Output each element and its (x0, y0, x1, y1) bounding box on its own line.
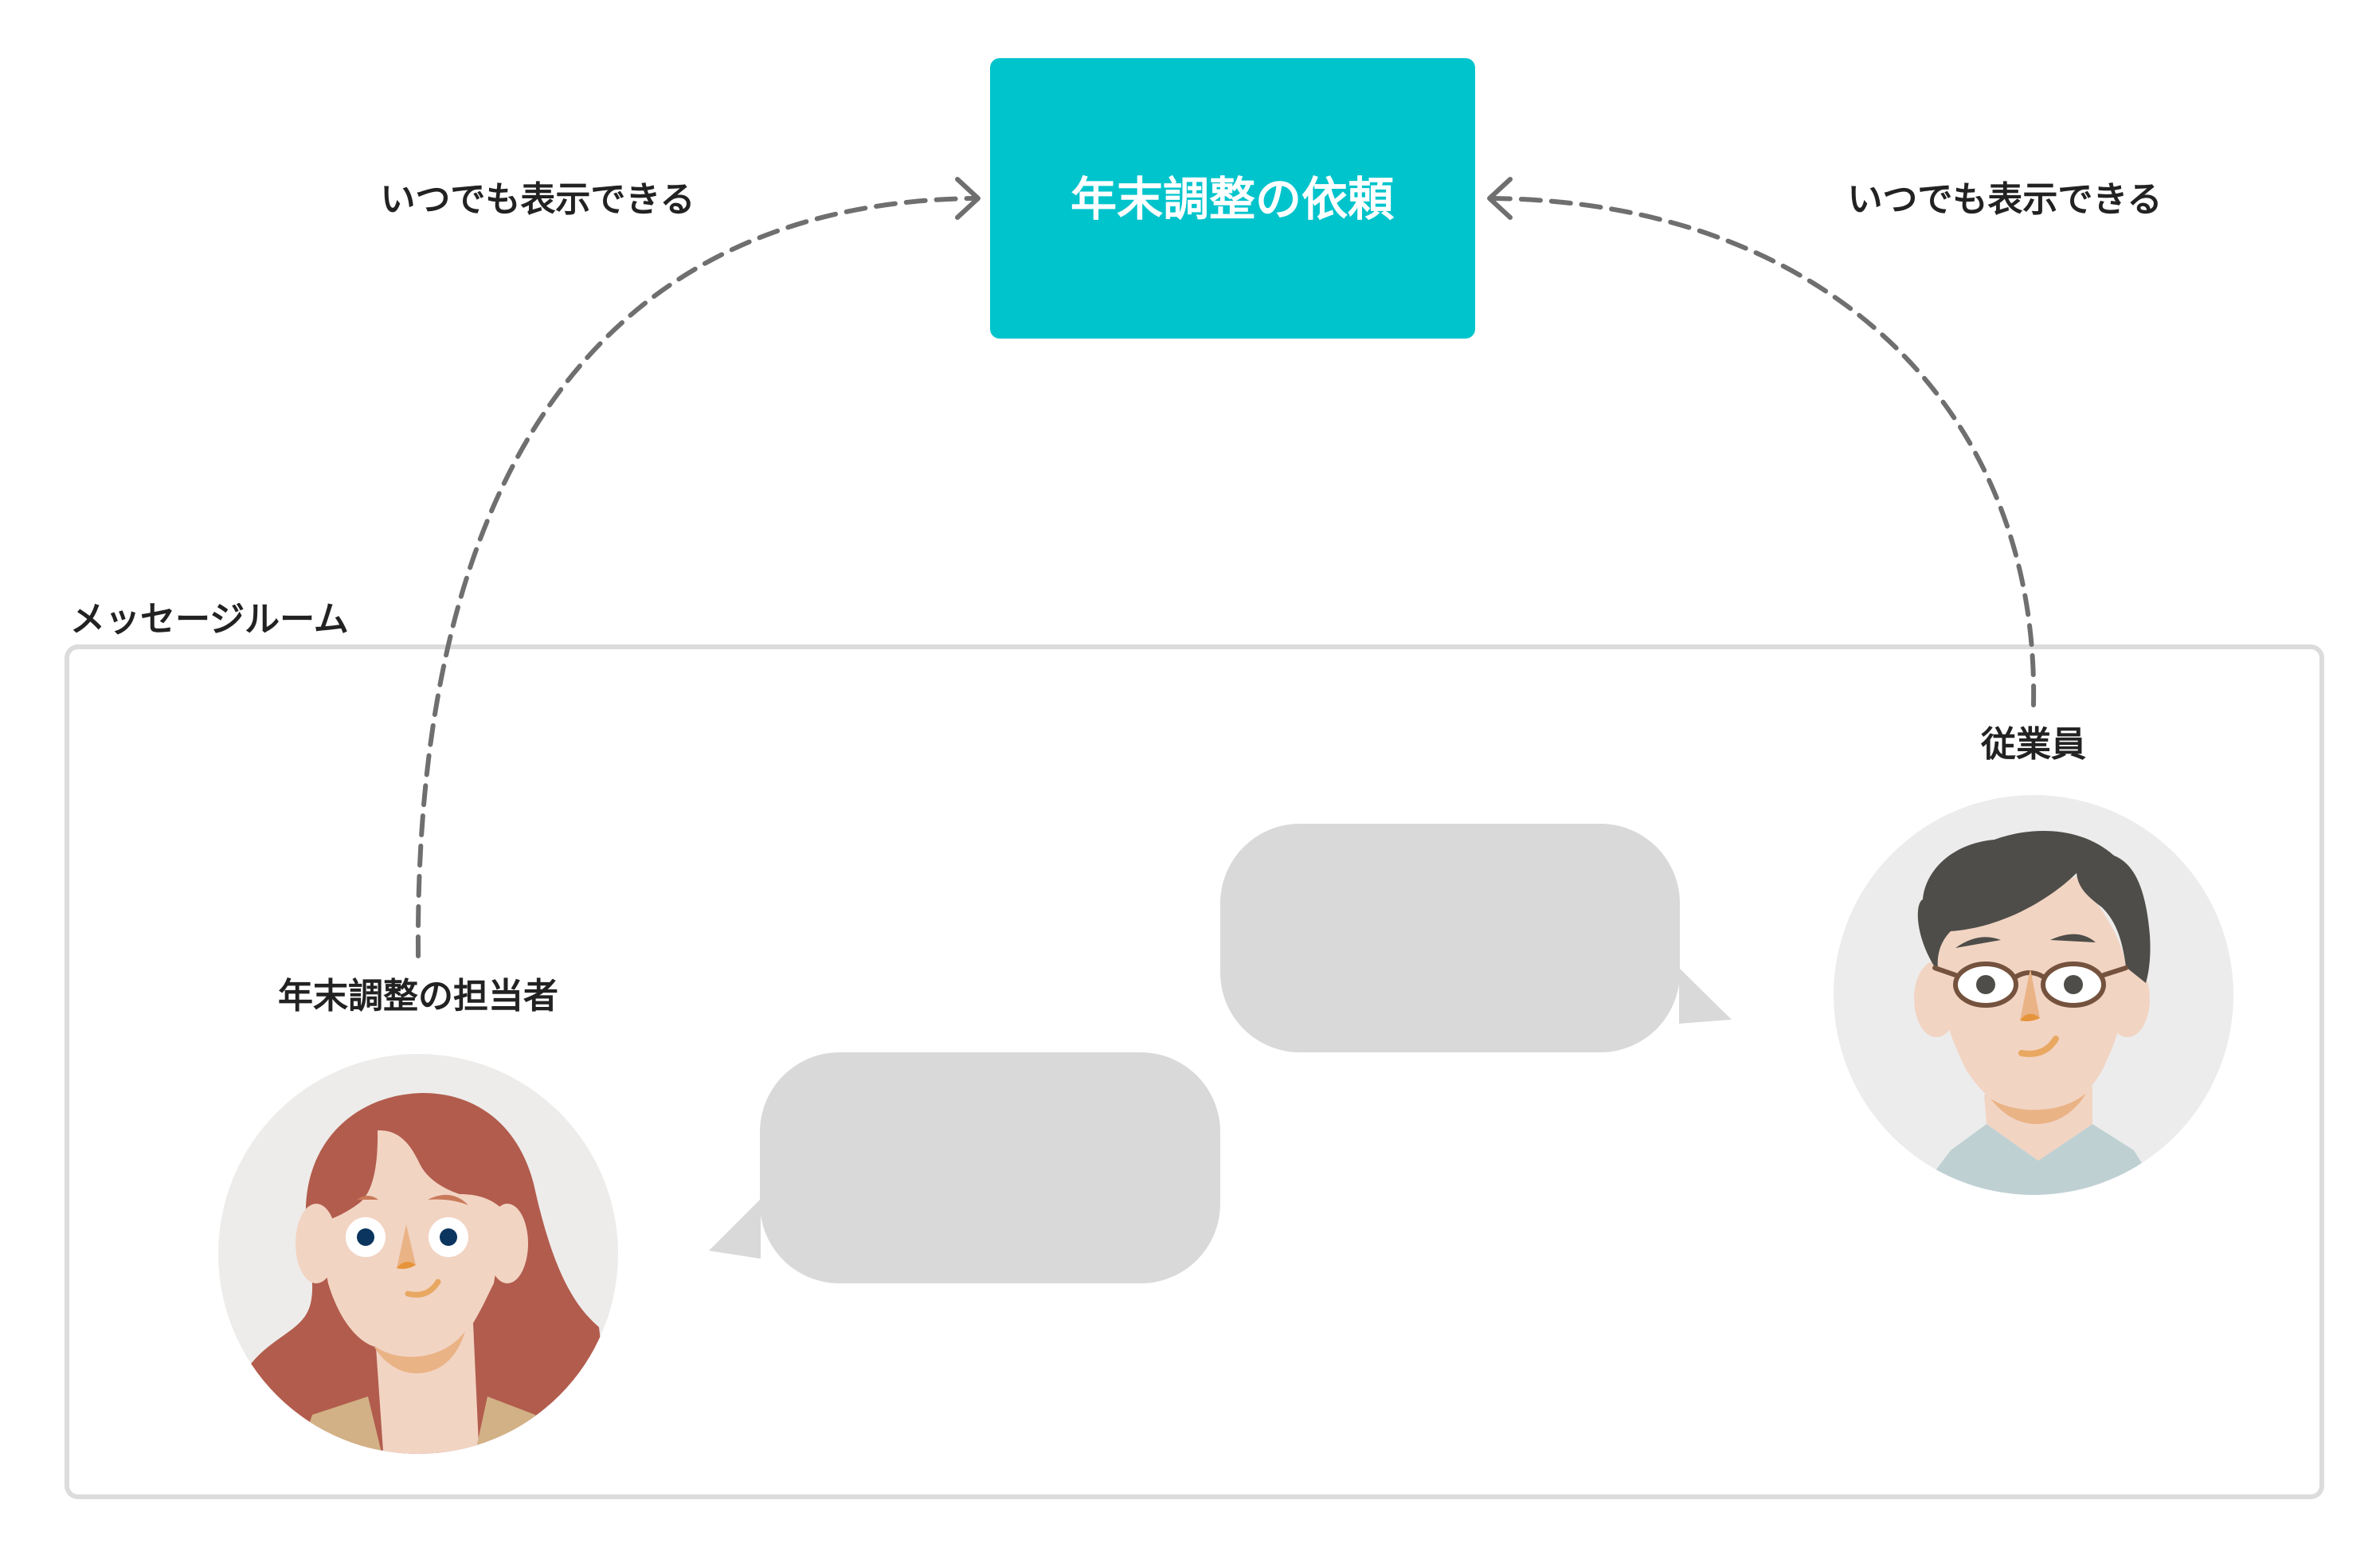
left-arrowhead-icon (955, 177, 981, 220)
admin-label: 年末調整の担当者 (278, 976, 558, 1016)
right-dashed-connector (1492, 196, 2037, 707)
request-box-label: 年末調整の依頼 (1071, 172, 1395, 226)
employee-label: 従業員 (1980, 724, 2086, 765)
employee-avatar (1834, 795, 2233, 1195)
message-room (65, 644, 2324, 1499)
admin-avatar (218, 1054, 618, 1454)
right-arrow-label: いつでも表示できる (1847, 179, 2162, 220)
request-box-bg (990, 58, 1475, 339)
chat-bubble-left (709, 1052, 1220, 1283)
left-dashed-connector (415, 196, 976, 958)
request-box: 年末調整の依頼 (990, 58, 1475, 339)
room-label: メッセージルーム (70, 599, 349, 640)
chat-bubble-right (1220, 824, 1732, 1052)
left-arrow-label: いつでも表示できる (380, 179, 695, 220)
right-arrowhead-icon (1487, 177, 1513, 220)
